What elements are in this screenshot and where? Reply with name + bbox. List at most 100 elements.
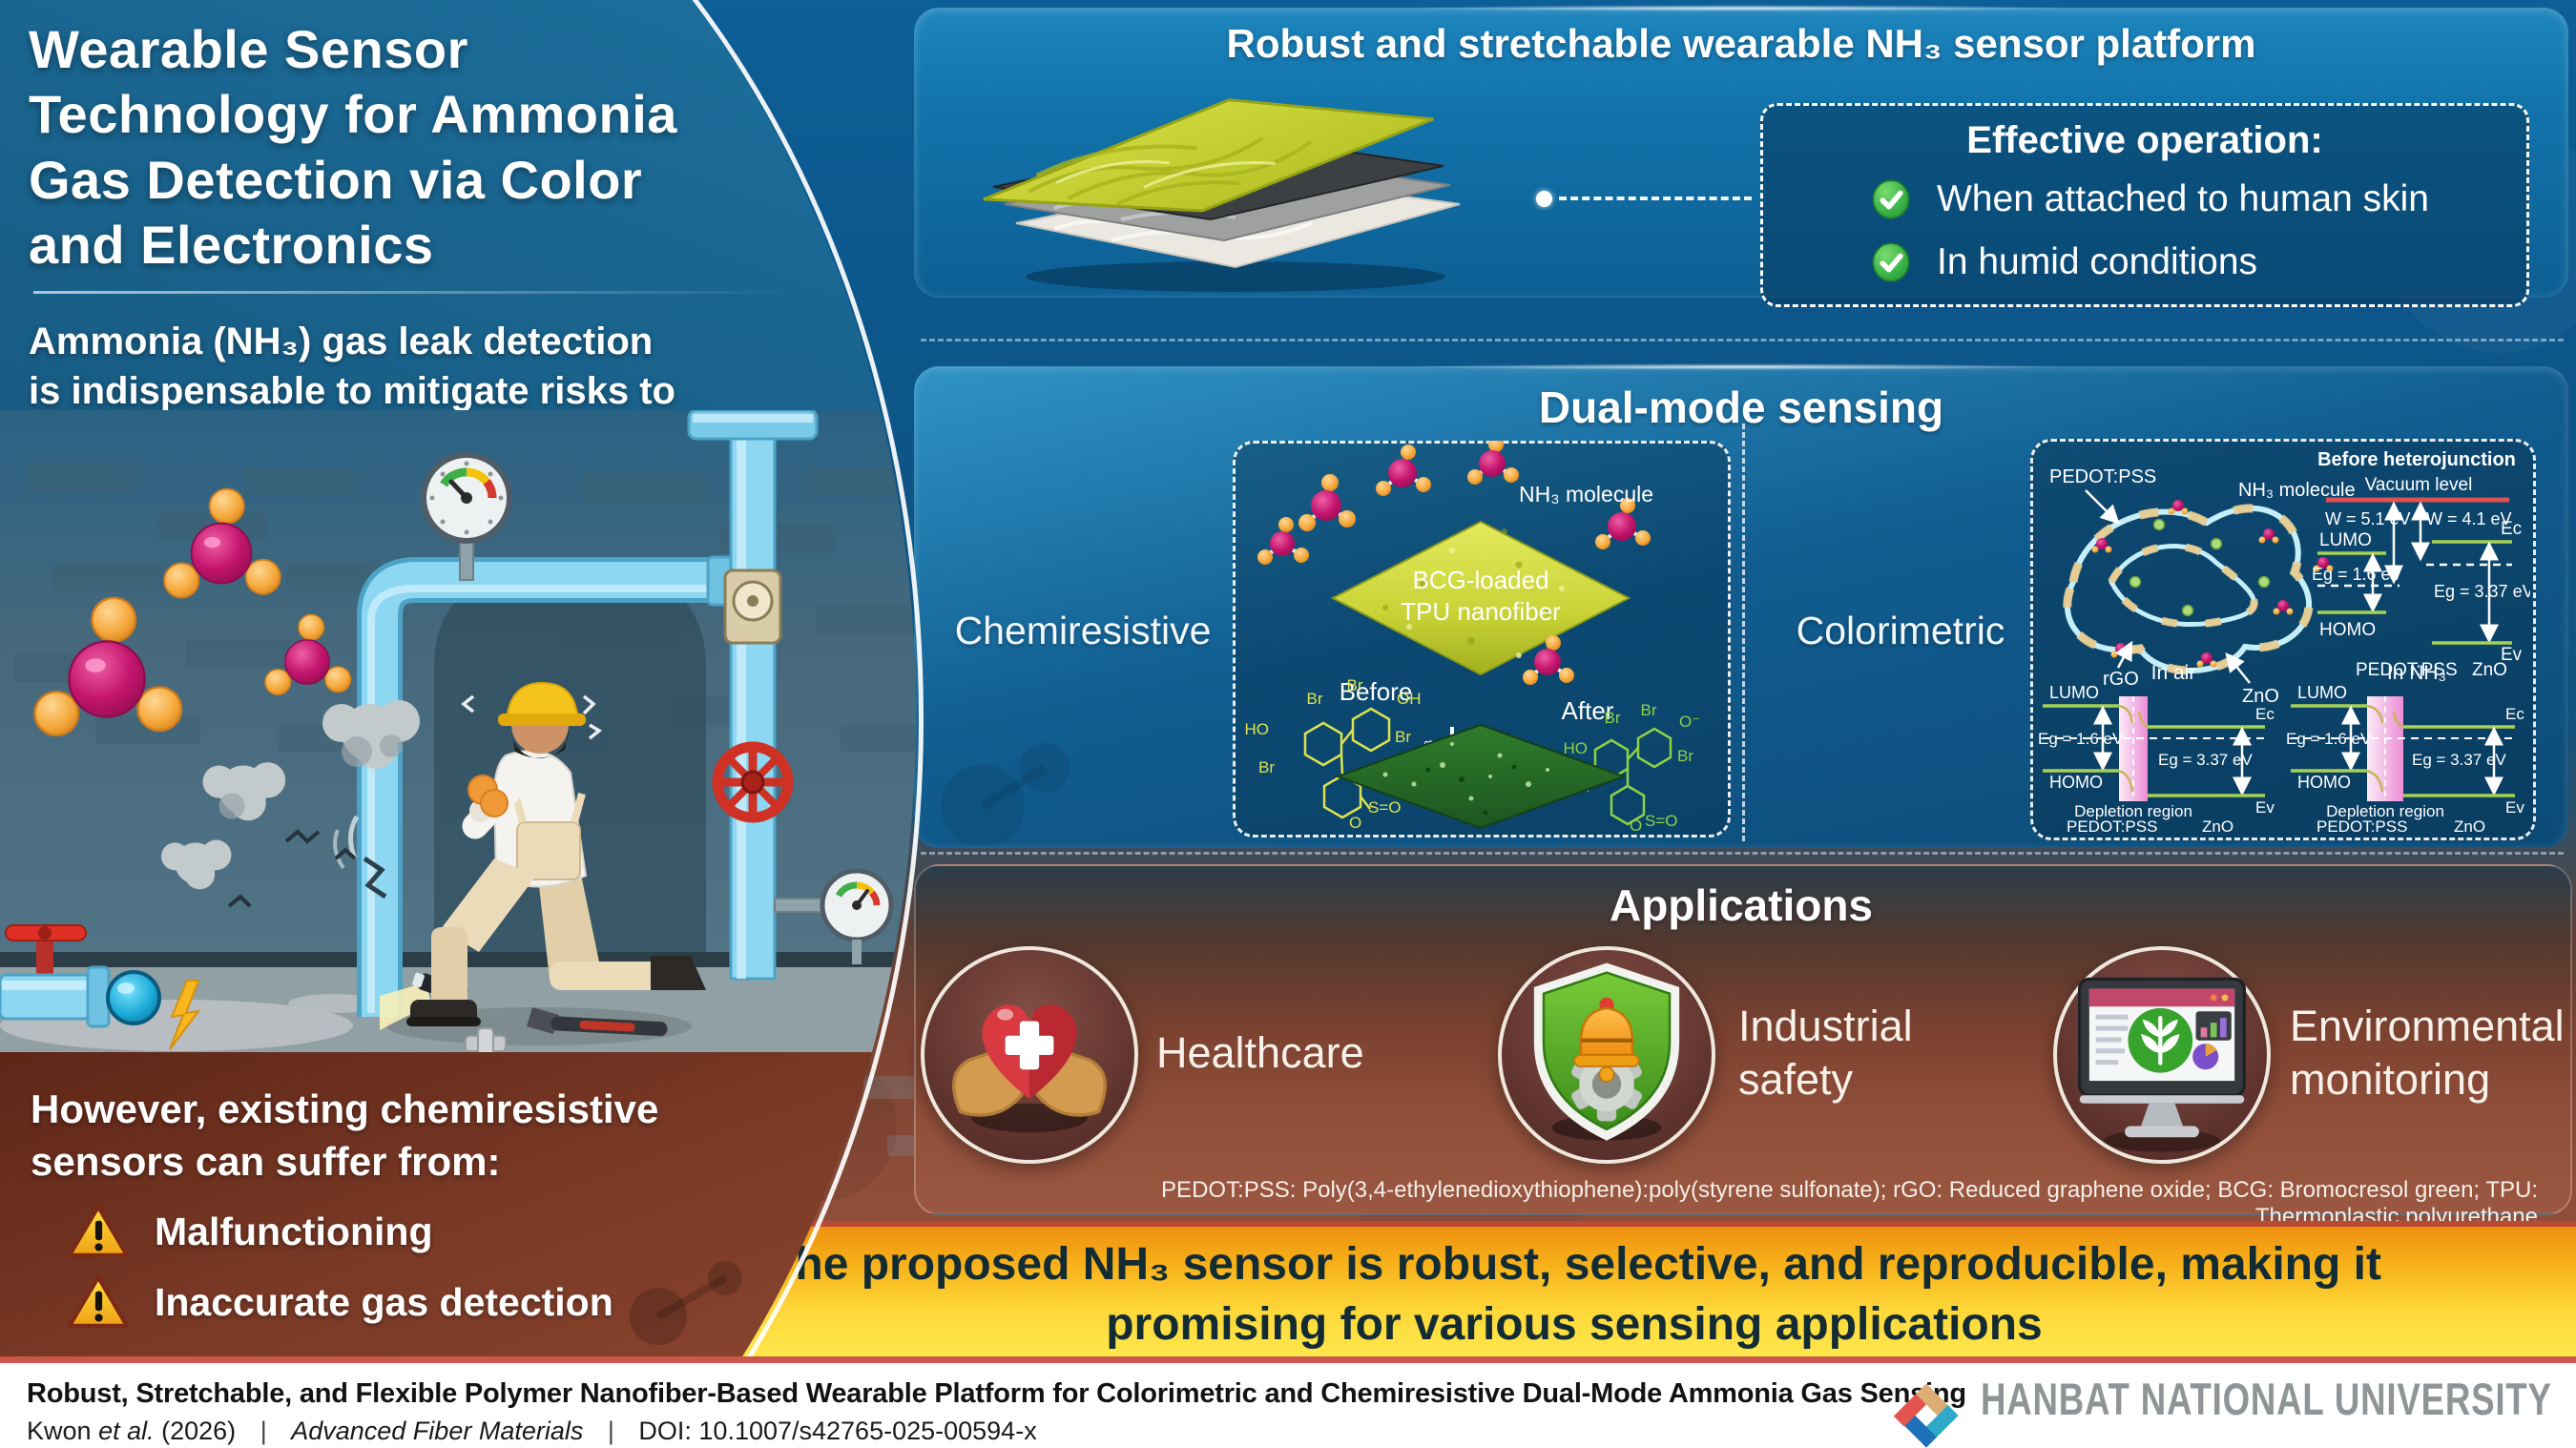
connector-dashed-line [1559,197,1752,200]
svg-text:HOMO: HOMO [2049,773,2103,792]
citation-separator: | [607,1417,614,1445]
platform-panel-title: Robust and stretchable wearable NH₃ sens… [1226,21,2256,66]
problem-heading: However, existing chemiresistive sensors… [31,1084,717,1188]
valve-pipe [0,924,161,1028]
citation-doi: DOI: 10.1007/s42765-025-00594-x [638,1417,1037,1445]
svg-text:O: O [1349,814,1361,832]
svg-text:PEDOT:PSS: PEDOT:PSS [2067,817,2157,835]
operation-bullet-row: When attached to human skin [1870,178,2429,220]
svg-text:S=O: S=O [1368,798,1402,817]
dual-mode-divider [1742,424,1745,841]
svg-text:W = 4.1 eV: W = 4.1 eV [2426,509,2512,528]
operation-bullet-row: In humid conditions [1870,241,2257,283]
bcg-diagram: BCG-loaded TPU nanofiber NH₃ molecule Be… [1245,441,1700,832]
intro-line: is indispensable to mitigate risks to [29,370,675,412]
vertical-pipe [687,410,894,981]
svg-text:HO: HO [1564,739,1589,757]
panel2-decor [941,743,1070,844]
effective-operation-title: Effective operation: [1966,119,2323,161]
svg-text:Br: Br [1605,709,1621,727]
in-nh3-label: In NH₃ [2387,662,2446,684]
warning-icon [68,1205,129,1257]
nh3-molecules [1257,441,1651,685]
conclusion-banner: The proposed NH₃ sensor is robust, selec… [572,1221,2576,1370]
dual-mode-panel [914,363,2568,848]
problem-row: Malfunctioning [67,1204,433,1259]
dual-mode-title: Dual-mode sensing [1538,383,1944,432]
blob-nh3-dots [2091,500,2334,668]
zno-label: ZnO [2242,686,2279,707]
worker-figure [380,681,706,1030]
alarm-bell-icon [1573,997,1640,1083]
svg-text:Br: Br [1641,701,1657,719]
problem-decor [630,1261,742,1345]
effective-operation-box: Effective operation: When attached to hu… [1760,103,2529,307]
title-line: Gas Detection via Color [29,149,643,210]
svg-text:Ev: Ev [2505,798,2524,817]
nh3-molecule-label: NH₃ molecule [1519,482,1653,507]
after-label: After [1562,696,1614,725]
panel-separator-dashed [921,339,2564,341]
check-icon [1872,179,1910,219]
svg-text:HOMO: HOMO [2297,773,2351,792]
svg-text:LUMO: LUMO [2297,683,2347,702]
svg-text:LUMO: LUMO [2049,683,2099,702]
citation-line: Kwon et al. (2026) | Advanced Fiber Mate… [27,1417,1037,1446]
abbreviation-footnote: PEDOT:PSS: Poly(3,4-ethylenedioxythiophe… [1161,1177,2538,1230]
citation-journal: Advanced Fiber Materials [291,1417,584,1445]
environmental-monitoring-label: Environmental monitoring [2290,1002,2565,1105]
citation-etal: et al. [98,1417,155,1445]
svg-text:PEDOT:PSS: PEDOT:PSS [2356,660,2458,680]
heterojunction-diagram: PEDOT:PSS NH₃ molecule rGO ZnO In air In… [2038,449,2530,835]
intro-line: Ammonia (NH₃) gas leak detection [29,321,654,362]
svg-text:Depletion region: Depletion region [2074,802,2192,820]
scene-nh3-molecules [33,487,352,737]
pipe-fitting [465,1027,507,1059]
operation-bullet-label: When attached to human skin [1937,178,2429,219]
svg-text:OH: OH [1397,690,1422,708]
problem-row: Inaccurate gas detection [67,1274,613,1330]
svg-text:Br: Br [1395,728,1411,746]
side-gauge [774,868,894,964]
panel-separator-dashed [921,852,2564,855]
blob-nh3-label: NH₃ molecule [2238,480,2356,501]
arch-pipe [333,555,735,1017]
smoke-clouds [161,700,420,908]
conclusion-line1: The proposed NH₃ sensor is robust, selec… [767,1239,2381,1290]
industrial-safety-label: Industrial safety [1738,1002,1913,1105]
heart-in-hands-icon [952,1004,1107,1133]
bcg-layer-label-line2: TPU nanofiber [1401,597,1561,626]
title-line: and Electronics [29,214,434,275]
healthcare-circle [921,946,1138,1164]
paper-title: Robust, Stretchable, and Flexible Polyme… [27,1378,1966,1409]
rgo-label: rGO [2103,669,2139,690]
svg-text:Ev: Ev [2501,645,2523,665]
problem-label: Inaccurate gas detection [155,1279,613,1324]
svg-text:ZnO: ZnO [2472,660,2507,680]
problem-section [0,1052,916,1359]
colorimetric-label: Colorimetric [1796,609,2005,652]
title-line: Wearable Sensor [29,19,468,79]
svg-text:Eg = 3.37 eV: Eg = 3.37 eV [2434,582,2530,601]
operation-bullet-label: In humid conditions [1937,241,2258,282]
environmental-monitoring-circle [2053,946,2271,1164]
problem-label: Malfunctioning [155,1209,433,1253]
svg-text:O: O [1630,817,1642,832]
svg-text:Eg = 3.37 eV: Eg = 3.37 eV [2412,751,2506,769]
svg-text:Depletion region: Depletion region [2326,802,2444,820]
infographic-title: Wearable Sensor Technology for Ammonia G… [29,17,716,278]
svg-text:Br: Br [1347,676,1363,694]
svg-text:ZnO: ZnO [2202,817,2233,835]
pedot-blob [2063,500,2334,675]
bcg-structure-before [1303,707,1391,819]
check-icon [1872,242,1910,282]
svg-text:Ec: Ec [2255,705,2275,723]
svg-text:HO: HO [1245,720,1270,738]
applications-panel [914,864,2572,1215]
conclusion-line2: promising for various sensing applicatio… [1106,1299,2043,1351]
title-divider [33,291,797,294]
bcg-structure-before-labels: HO Br Br OH Br Br S=O O [1245,676,1422,832]
problem-heading-line: However, existing chemiresistive [31,1086,659,1131]
